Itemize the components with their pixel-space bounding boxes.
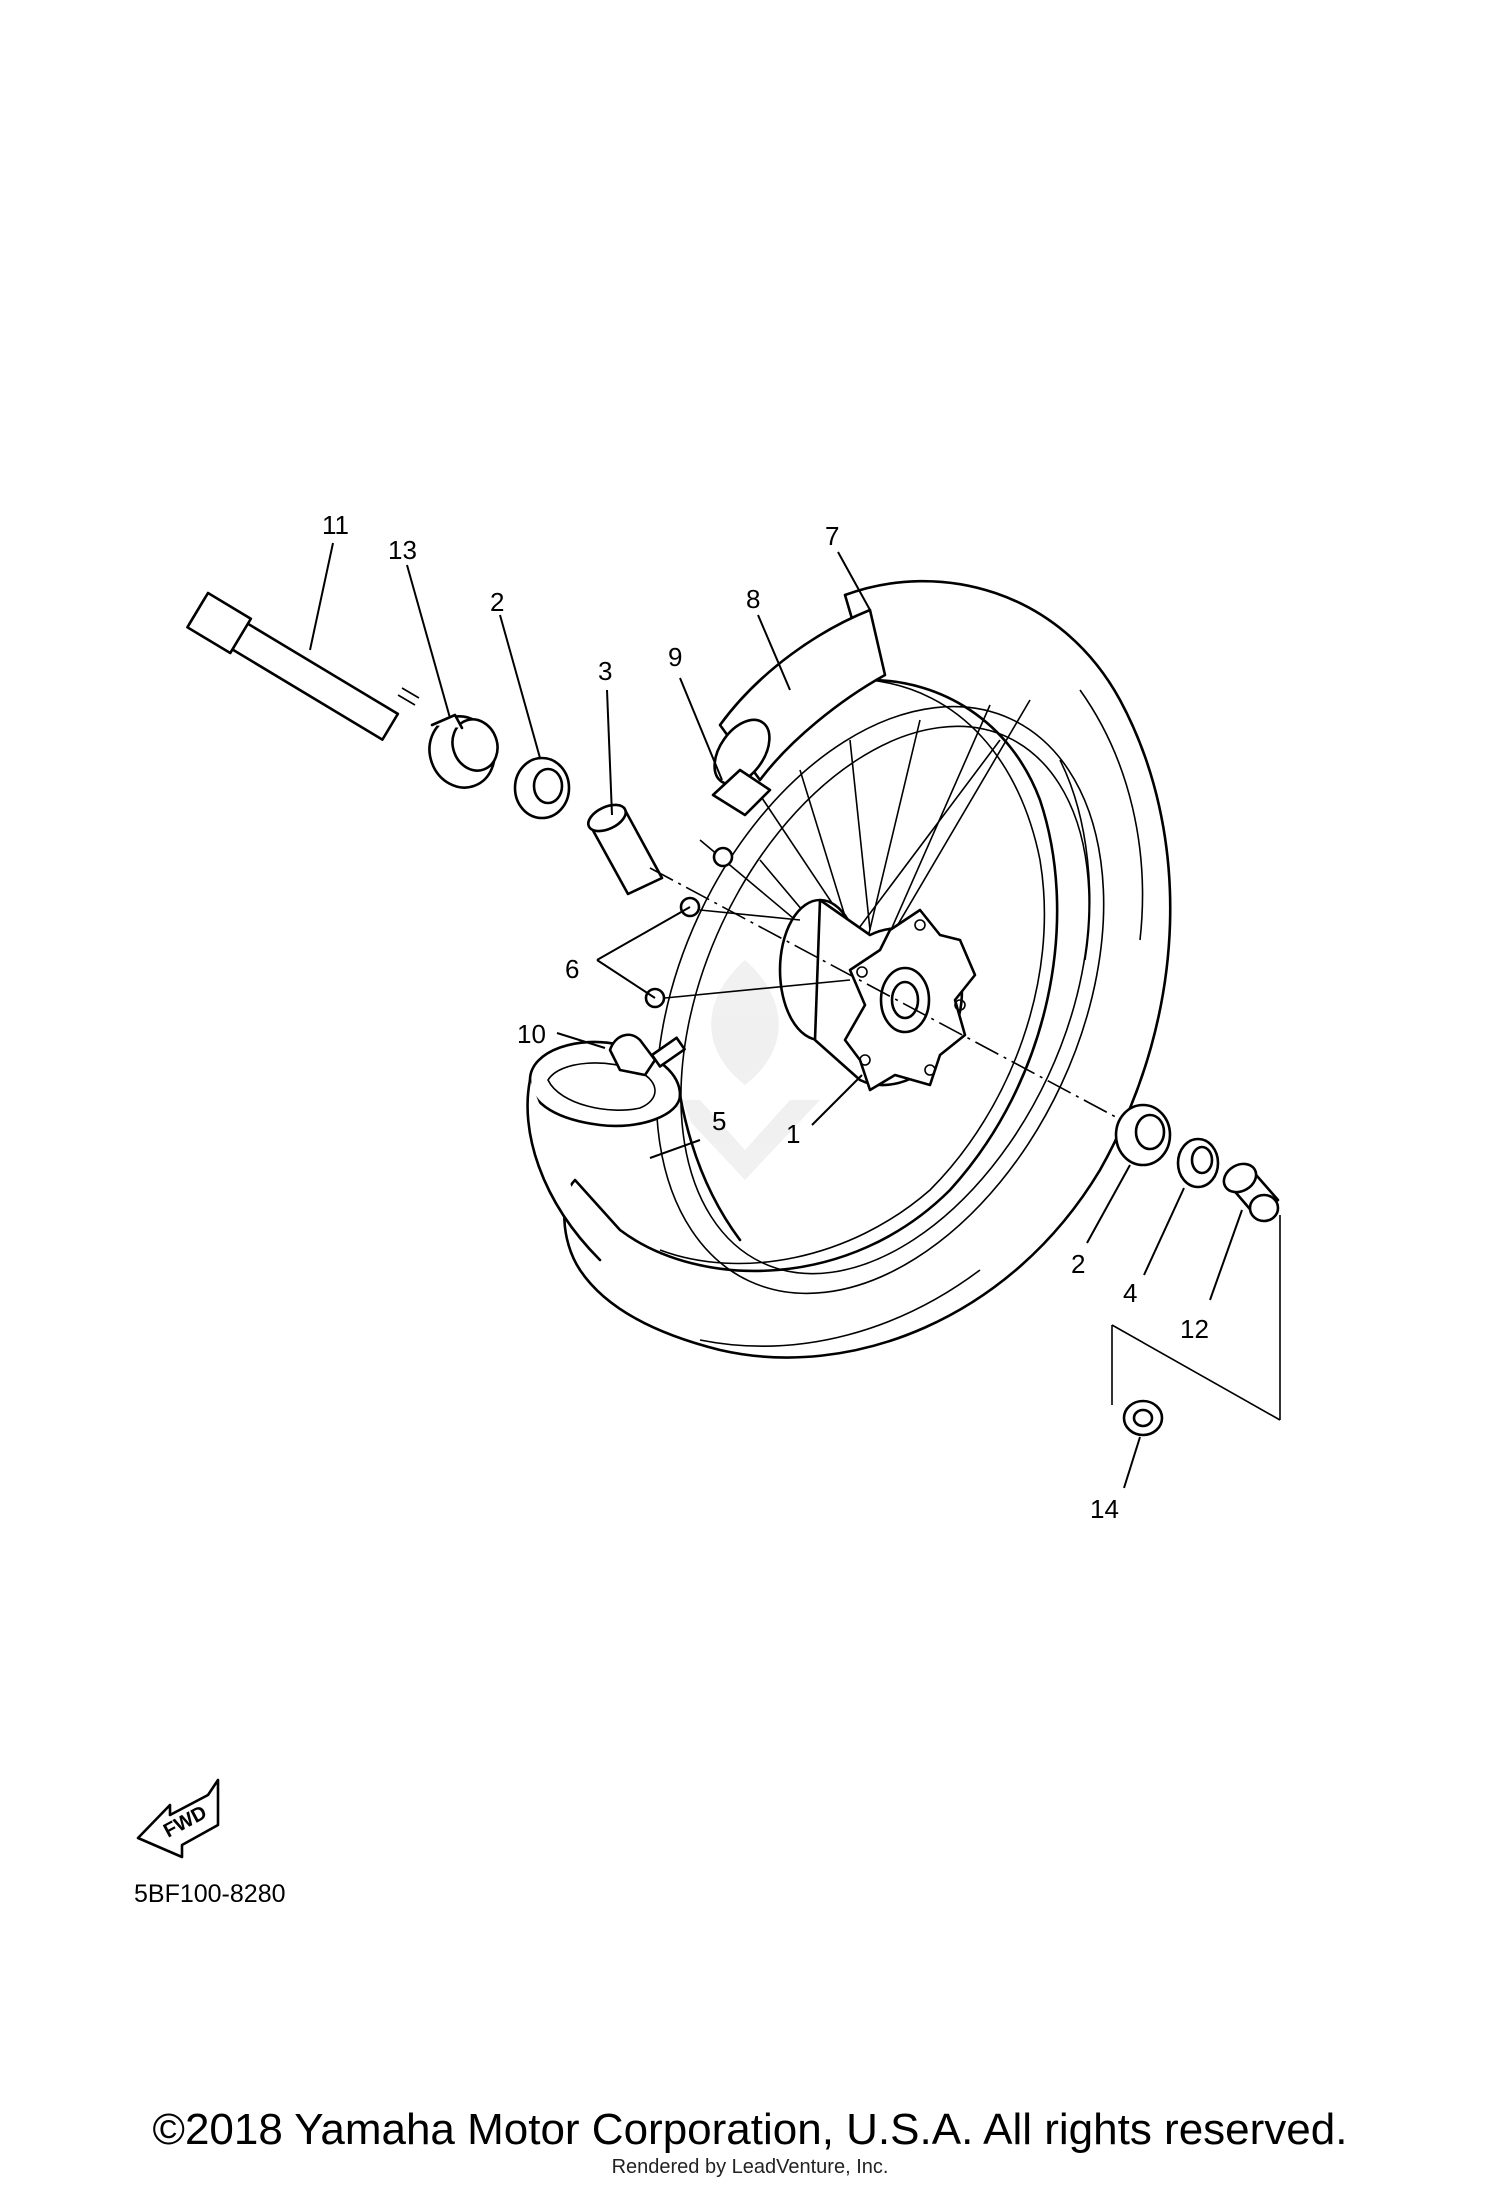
callout-6: 6 bbox=[565, 954, 579, 984]
fwd-arrow-icon: FWD bbox=[136, 1778, 220, 1859]
callout-3: 3 bbox=[598, 656, 612, 686]
leader-lines bbox=[309, 542, 1243, 1489]
valve-stem[interactable] bbox=[711, 768, 772, 817]
callout-1: 1 bbox=[786, 1119, 800, 1149]
axle-centerline bbox=[649, 867, 1141, 1131]
tire[interactable] bbox=[563, 579, 1172, 1359]
callout-7: 7 bbox=[825, 521, 839, 551]
callout-14: 14 bbox=[1090, 1494, 1119, 1524]
callout-4: 4 bbox=[1123, 1278, 1137, 1308]
wheel-collar[interactable] bbox=[1219, 1158, 1280, 1223]
tube[interactable] bbox=[703, 608, 887, 794]
callout-2-upper: 2 bbox=[490, 587, 504, 617]
callout-9: 9 bbox=[668, 642, 682, 672]
diagram-code: 5BF100-8280 bbox=[134, 1880, 286, 1908]
axle-nut[interactable] bbox=[1122, 1399, 1164, 1437]
callout-13: 13 bbox=[388, 535, 417, 565]
callout-5: 5 bbox=[712, 1106, 726, 1136]
oil-seal[interactable] bbox=[1176, 1137, 1220, 1189]
bearing-lower[interactable] bbox=[1114, 1103, 1172, 1167]
callout-10: 10 bbox=[517, 1019, 546, 1049]
rendered-by-notice: Rendered by LeadVenture, Inc. bbox=[611, 2156, 889, 2178]
axle[interactable] bbox=[186, 591, 420, 741]
assembly-bracket bbox=[1111, 1215, 1281, 1421]
copyright-notice: ©2018 Yamaha Motor Corporation, U.S.A. A… bbox=[152, 2105, 1348, 2154]
rim-lock[interactable] bbox=[608, 1033, 686, 1077]
callout-11: 11 bbox=[322, 510, 349, 540]
rim-band[interactable] bbox=[526, 1040, 742, 1262]
axle-collar[interactable] bbox=[420, 707, 505, 797]
callout-12: 12 bbox=[1180, 1314, 1209, 1344]
spacer[interactable] bbox=[584, 800, 664, 896]
bearing-upper[interactable] bbox=[513, 756, 571, 820]
hub[interactable] bbox=[778, 898, 977, 1092]
callout-8: 8 bbox=[746, 584, 760, 614]
callout-2-lower: 2 bbox=[1071, 1249, 1085, 1279]
